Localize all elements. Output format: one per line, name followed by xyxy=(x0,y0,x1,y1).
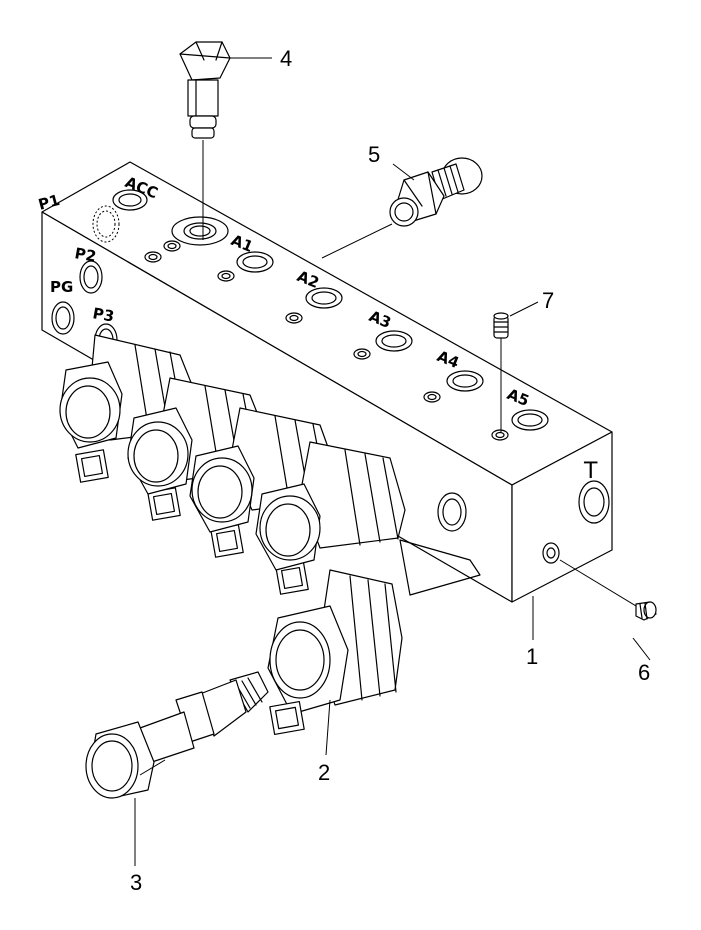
callout-6: 6 xyxy=(638,660,650,685)
set-screw-7 xyxy=(493,312,509,339)
top-ports xyxy=(92,189,549,441)
cartridge-valves-mounted xyxy=(59,334,406,595)
plug-6 xyxy=(635,601,657,621)
cartridge-valve xyxy=(189,407,339,558)
callout-4: 4 xyxy=(280,46,292,71)
port-label-p3: P3 xyxy=(91,304,115,325)
port-label-p1: P1 xyxy=(36,191,61,214)
fitting-5 xyxy=(389,157,483,227)
plug-4 xyxy=(179,41,231,139)
exploded-cartridge-valve xyxy=(267,569,403,735)
callout-2: 2 xyxy=(318,760,330,785)
valve-position-outline xyxy=(399,539,481,596)
relief-valve xyxy=(85,671,269,799)
callout-1: 1 xyxy=(526,644,538,669)
cartridge-valve xyxy=(255,441,406,595)
port-label-t: T xyxy=(583,459,598,484)
port-label-p2: P2 xyxy=(73,244,97,265)
port-label-pg: PG xyxy=(50,278,73,296)
callout-7: 7 xyxy=(542,288,554,313)
callout-3: 3 xyxy=(130,870,142,895)
callout-5: 5 xyxy=(368,142,380,167)
callout-numbers: 1 2 3 4 5 6 7 xyxy=(130,46,650,895)
leader-lines xyxy=(134,57,651,866)
